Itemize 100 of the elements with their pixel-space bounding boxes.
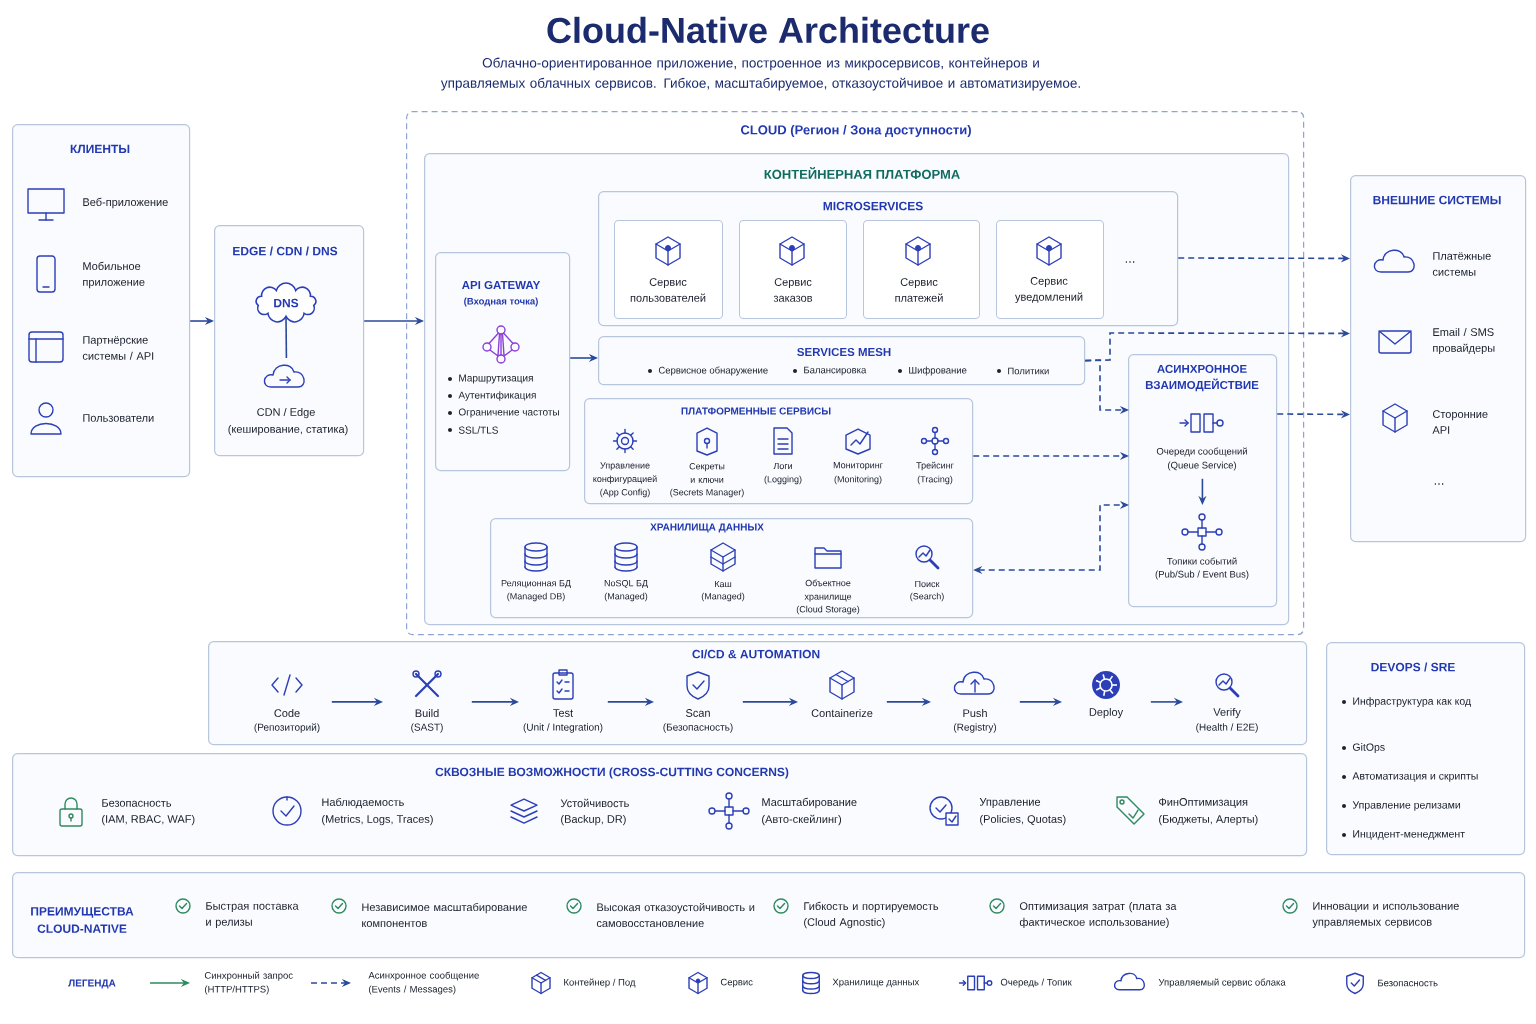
bullet-item: Аутентификация <box>448 391 536 401</box>
bullet-item: Шифрование <box>898 366 967 376</box>
item-label: Реляционная БД <box>501 580 571 588</box>
item-label: Веб-приложение <box>83 197 168 209</box>
item-label: Масштабирование <box>762 797 857 809</box>
bullet-item: GitOps <box>1342 743 1385 753</box>
connector-line <box>285 317 288 359</box>
bullet-item: Политики <box>997 367 1049 375</box>
service-label: Сервис пользователей <box>630 278 706 302</box>
item-label: Логи <box>773 462 792 470</box>
step-label: (Registry) <box>953 723 997 733</box>
bullet-item: Сервисное обнаружение <box>648 366 768 376</box>
item-label: NoSQL БД <box>604 580 648 589</box>
item-label: Пользователи <box>83 414 154 422</box>
bullet-item: Инцидент-менеджмент <box>1342 830 1465 840</box>
panel-heading: АСИНХРОННОЕ ВЗАИМОДЕЙСТВИЕ <box>1145 364 1259 392</box>
item-label: (Queue Service) <box>1168 461 1236 471</box>
service-label: Сервис уведомлений <box>1015 277 1083 303</box>
step-label: (Безопасность) <box>663 723 733 733</box>
item-label: Партнёрские системы / API <box>82 336 154 360</box>
panel-heading: СКВОЗНЫЕ ВОЗМОЖНОСТИ (CROSS-CUTTING CONCERNS) <box>435 767 789 779</box>
bullet-item: Балансировка <box>793 366 867 376</box>
item-label: (кеширование, статика) <box>228 424 348 436</box>
panel-heading: API GATEWAY <box>462 280 541 290</box>
panel-heading: ПЛАТФОРМЕННЫЕ СЕРВИСЫ <box>681 407 831 415</box>
item-label: (IAM, RBAC, WAF) <box>102 814 195 826</box>
item-label: Устойчивость <box>560 798 629 808</box>
panel-heading: SERVICES MESH <box>797 347 891 357</box>
item-label: Высокая отказоустойчивость и самовосстановление <box>596 902 755 928</box>
item-label: Мониторинг <box>833 462 883 471</box>
item-label: Поиск <box>915 580 940 588</box>
item-label: (Pub/Sub / Event Bus) <box>1155 570 1249 580</box>
service-label: Сервис заказов <box>773 278 813 302</box>
item-label: Наблюдаемость <box>322 797 404 809</box>
item-label: Мобильное приложение <box>83 261 145 289</box>
item-label: ФинОптимизация <box>1159 798 1248 808</box>
item-label: (Policies, Quotas) <box>980 814 1066 826</box>
panel-subheading: (Входная точка) <box>464 297 538 307</box>
legend-item: Контейнер / Под <box>531 971 636 995</box>
legend-item: Хранилище данных <box>802 971 920 995</box>
item-label: (Cloud Storage) <box>796 605 860 615</box>
legend-item: Безопасность <box>1346 972 1438 995</box>
item-label: (App Config) <box>600 488 650 498</box>
item-label: Очереди сообщений <box>1156 447 1247 457</box>
item-label: (Managed) <box>701 592 745 602</box>
item-label: Email / SMS провайдеры <box>1433 327 1495 355</box>
panel-heading: КЛИЕНТЫ <box>70 144 130 154</box>
item-label: Безопасность <box>102 799 172 807</box>
ellipsis: ... <box>1125 261 1135 263</box>
item-label: Управление конфигурацией <box>593 462 657 484</box>
item-label: Объектное хранилище <box>804 579 852 602</box>
step-label: (Unit / Integration) <box>523 723 603 733</box>
step-label: (Репозиторий) <box>254 723 320 733</box>
title: Cloud-Native Architecture <box>547 16 989 44</box>
item-label: (Logging) <box>764 475 802 485</box>
item-label: Платёжные системы <box>1432 252 1491 276</box>
item-label: (Backup, DR) <box>561 814 626 826</box>
panel-heading: CI/CD & AUTOMATION <box>692 649 820 659</box>
item-label: Быстрая поставка и релизы <box>206 902 299 928</box>
bullet-item: SSL/TLS <box>448 426 498 434</box>
bullet-item: Управление релизами <box>1342 801 1461 811</box>
item-label: (Secrets Manager) <box>670 488 744 498</box>
panel-heading: DEVOPS / SRE <box>1371 662 1455 672</box>
panel-heading: ПРЕИМУЩЕСТВА CLOUD-NATIVE <box>31 907 134 933</box>
step-label: Scan <box>686 709 710 717</box>
legend-item: Асинхронное сообщение (Events / Messages) <box>310 971 479 995</box>
panel-heading: CLOUD (Регион / Зона доступности) <box>741 124 971 138</box>
ellipsis: ... <box>1434 483 1444 485</box>
step-label: (SAST) <box>411 723 443 733</box>
service-label: Сервис платежей <box>895 278 943 302</box>
item-label: (Search) <box>910 592 944 602</box>
panel-heading: MICROSERVICES <box>823 201 923 211</box>
bullet-item: Автоматизация и скрипты <box>1342 772 1478 782</box>
panel-heading: ХРАНИЛИЩА ДАННЫХ <box>650 523 764 533</box>
item-label: Гибкость и портируемость (Cloud Agnostic) <box>804 901 939 929</box>
legend-item: Управляемый сервис облака <box>1113 972 1286 991</box>
bullet-item: Инфраструктура как код <box>1342 697 1471 707</box>
item-label: Секреты и ключи <box>689 463 725 483</box>
item-label: CDN / Edge <box>257 407 315 419</box>
legend-item: Синхронный запрос (HTTP/HTTPS) <box>149 971 293 995</box>
dns-cloud: DNS <box>255 282 317 323</box>
step-label: Push <box>963 709 987 718</box>
step-label: Containerize <box>811 709 873 718</box>
item-label: Сторонние API <box>1432 410 1488 434</box>
step-label: (Health / E2E) <box>1196 723 1258 733</box>
step-label: Code <box>274 709 300 718</box>
item-label: Оптимизация затрат (плата за фактическое использование) <box>1019 901 1177 929</box>
step-label: Build <box>415 709 439 718</box>
step-label: Verify <box>1213 707 1241 719</box>
bullet-item: Ограничение частоты <box>448 408 559 418</box>
item-label: (Tracing) <box>917 475 953 485</box>
panel-heading: EDGE / CDN / DNS <box>233 246 338 256</box>
item-label: Инновации и использование управляемых сервисов <box>1312 902 1459 928</box>
item-label: Топики событий <box>1167 557 1237 565</box>
legend-title: ЛЕГЕНДА <box>68 979 116 989</box>
item-label: (Авто-скейлинг) <box>762 814 842 826</box>
panel-heading: ВНЕШНИЕ СИСТЕМЫ <box>1373 195 1501 205</box>
item-label: Управление <box>979 798 1041 808</box>
item-label: (Managed) <box>604 592 648 602</box>
item-label: Каш <box>715 580 732 588</box>
